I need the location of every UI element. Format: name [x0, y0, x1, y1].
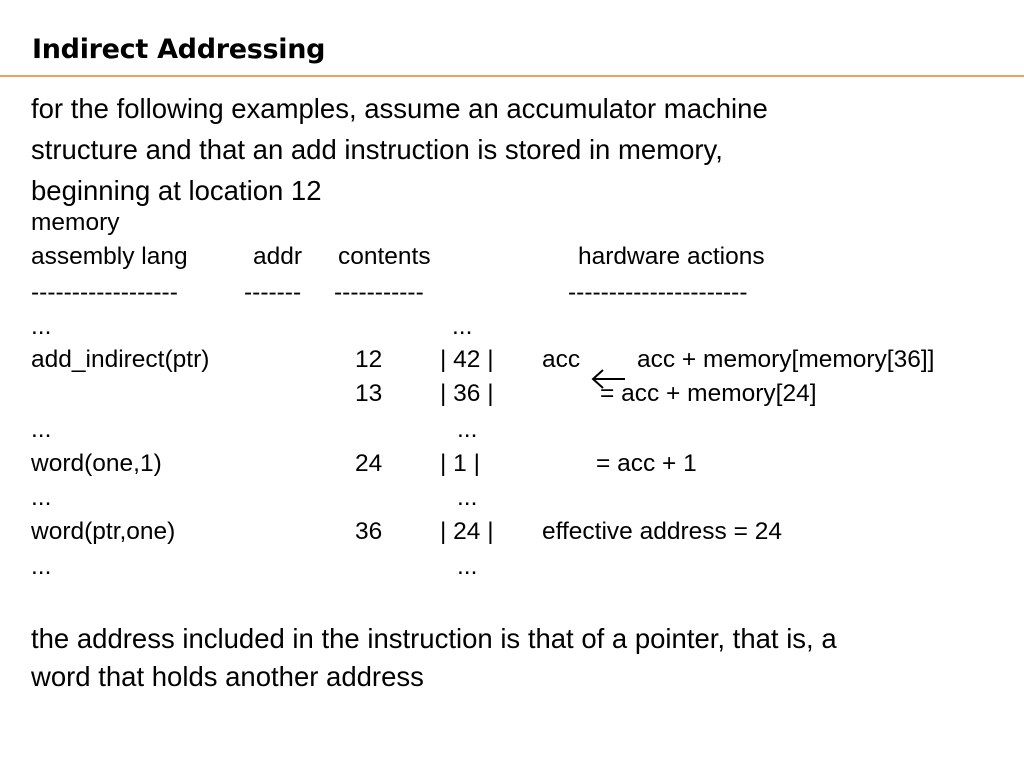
header-hardware-actions: hardware actions: [578, 243, 765, 270]
row-addr: 13: [355, 380, 383, 407]
row-action-expression: acc + memory[memory[36]]: [637, 346, 935, 373]
row-addr: 36: [355, 518, 383, 545]
row-asm: word(ptr,one): [31, 518, 176, 545]
outro-paragraph: the address included in the instruction …: [31, 620, 991, 696]
row-contents: ...: [457, 553, 478, 580]
header-addr: addr: [253, 243, 303, 270]
title-divider: [0, 75, 1024, 77]
divider-contents: -----------: [334, 279, 424, 306]
row-action-register: acc: [542, 346, 581, 373]
divider-hardware-actions: ----------------------: [568, 279, 748, 306]
slide-title: Indirect Addressing: [32, 34, 326, 65]
row-action-register: effective address = 24: [542, 518, 782, 545]
row-asm: ...: [31, 416, 52, 443]
row-addr: 12: [355, 346, 383, 373]
intro-line: for the following examples, assume an ac…: [31, 93, 768, 124]
intro-line: structure and that an add instruction is…: [31, 134, 723, 165]
header-contents: contents: [338, 243, 431, 270]
row-contents: ...: [452, 313, 473, 340]
row-contents: | 1 |: [440, 450, 480, 477]
row-contents: ...: [457, 484, 478, 511]
row-asm: add_indirect(ptr): [31, 346, 210, 373]
row-contents: | 24 |: [440, 518, 494, 545]
row-contents: | 36 |: [440, 380, 494, 407]
left-arrow-icon: [591, 369, 625, 389]
header-assembly-lang: assembly lang: [31, 243, 188, 270]
table-caption: memory: [31, 209, 120, 236]
intro-paragraph: for the following examples, assume an ac…: [31, 88, 991, 211]
outro-line: the address included in the instruction …: [31, 623, 837, 654]
row-action-expression: = acc + 1: [596, 450, 697, 477]
row-asm: ...: [31, 484, 52, 511]
intro-line: beginning at location 12: [31, 175, 322, 206]
row-contents: ...: [457, 416, 478, 443]
row-asm: ...: [31, 553, 52, 580]
row-action-expression: = acc + memory[24]: [600, 380, 817, 407]
row-contents: | 42 |: [440, 346, 494, 373]
row-addr: 24: [355, 450, 383, 477]
row-asm: ...: [31, 313, 52, 340]
outro-line: word that holds another address: [31, 661, 424, 692]
divider-assembly-lang: ------------------: [31, 279, 178, 306]
row-asm: word(one,1): [31, 450, 162, 477]
divider-addr: -------: [244, 279, 302, 306]
